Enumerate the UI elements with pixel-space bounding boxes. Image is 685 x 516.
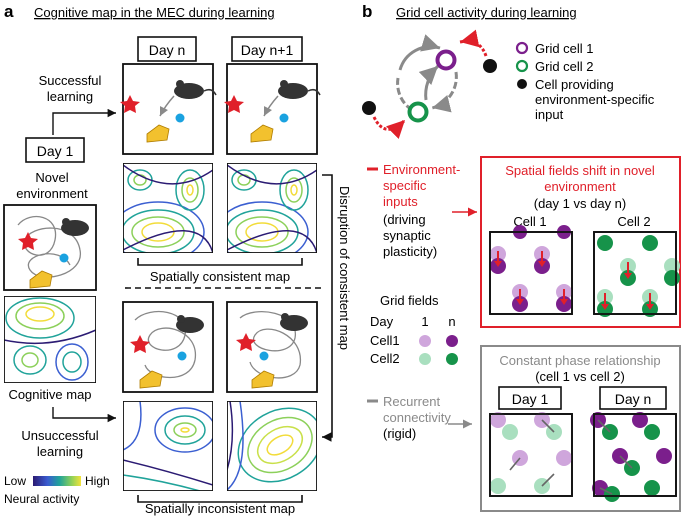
env-inputs-sub3: plasticity) [383,244,437,259]
reward-dot [259,351,269,361]
arrow-to-success [52,108,116,135]
legend-high: High [85,474,110,488]
legend-grid-cell-2-icon [515,59,529,73]
day-n1-label: Day n+1 [241,42,294,58]
legend-input-line3: input [535,107,564,122]
gf-col1: 1 [421,314,428,329]
successful-line1: Successful [39,73,102,88]
input-cell-node-2 [362,101,376,115]
cheese-icon [251,370,275,389]
box2-dayn: Day n [615,391,652,407]
reward-dot [279,113,289,123]
grid-fields-dayn-phase [590,412,677,502]
day-n-label: Day n [149,42,186,58]
env-inputs-sub2: synaptic [383,228,431,243]
contour-map-inconsistent-day-n1 [227,401,317,491]
spatial-shift-box [480,156,681,328]
env-inputs-sub1: (driving [383,212,426,227]
legend-low: Low [4,474,26,488]
cognitive-map [4,296,96,383]
grid-fields-cell1-shift [489,225,573,315]
cheese-icon [146,124,170,143]
gf-row1: Cell1 [370,333,400,348]
env-inputs-line3: inputs [383,194,418,209]
box1-title-line1: Spatial fields shift in novel [505,163,655,178]
legend-grid-cell-1-icon [515,41,529,55]
cheese-icon [250,124,274,143]
spatially-inconsistent-label: Spatially inconsistent map [145,501,295,516]
env-box-day-n-fail [122,301,214,393]
recurrent-line2: connectivity [383,410,451,425]
grid-cell-2-node [407,101,429,123]
legend-grid-cell-2: Grid cell 2 [535,59,594,74]
cheese-icon [29,270,53,289]
panel-b-title: Grid cell activity during learning [396,5,577,20]
env-box-day-n1-success [224,63,321,155]
day-1-label: Day 1 [37,143,74,159]
grid-fields-day1-phase [489,412,573,497]
legend-label: Neural activity [4,492,79,506]
reward-dot [59,253,69,263]
env-box-day-n1-fail [226,301,318,393]
input-cell-node-1 [483,59,497,73]
panel-a-title: Cognitive map in the MEC during learning [34,5,275,20]
contour-map-inconsistent-day-n [123,401,213,491]
star-icon [18,232,38,250]
disruption-label: Disruption of consistent map [337,186,352,350]
box1-sub: (day 1 vs day n) [534,196,627,211]
box2-title-line2: (cell 1 vs cell 2) [535,369,625,384]
grid-fields-cell2-shift [593,231,680,317]
successful-line2: learning [47,89,93,104]
grid-cell-1-node [435,49,457,71]
spatially-consistent-label: Spatially consistent map [150,269,290,284]
recurrent-line3: (rigid) [383,426,416,441]
cognitive-map-label: Cognitive map [8,387,91,402]
box2-title-line1: Constant phase relationship [499,353,660,368]
env-inputs-line1: Environment- [383,162,460,177]
recurrent-line1: Recurrent [383,394,440,409]
cell2-label: Cell 2 [617,214,650,229]
gf-day-label: Day [370,314,394,329]
env-inputs-line2: specific [383,178,427,193]
contour-map-day-n1 [227,163,317,253]
constant-phase-box [480,345,681,512]
gf-coln: n [448,314,455,329]
novel-line1: Novel [35,170,68,185]
cheese-icon [139,370,163,389]
grid-fields-title: Grid fields [380,293,439,308]
reward-dot [177,351,187,361]
unsuccessful-line1: Unsuccessful [21,428,98,443]
contour-map-day-n [123,163,213,253]
box1-title-line2: environment [544,179,616,194]
legend-input-line1: Cell providing [535,77,614,92]
star-icon [120,95,140,113]
legend-input-cell-icon [517,79,527,89]
network-diagram [362,29,497,140]
reward-dot [175,113,185,123]
legend-input-line2: environment-specific [535,92,655,107]
colorbar [33,476,81,486]
unsuccessful-line2: learning [37,444,83,459]
star-icon [224,95,244,113]
novel-line2: environment [16,186,88,201]
star-icon [236,333,256,351]
panel-a-letter: a [4,2,14,21]
panel-b-letter: b [362,2,372,21]
star-icon [130,335,150,353]
legend-grid-cell-1: Grid cell 1 [535,41,594,56]
env-box-day-n-success [120,63,217,155]
gf-row2: Cell2 [370,351,400,366]
env-box-day-1 [3,204,97,291]
box2-day1: Day 1 [512,391,549,407]
